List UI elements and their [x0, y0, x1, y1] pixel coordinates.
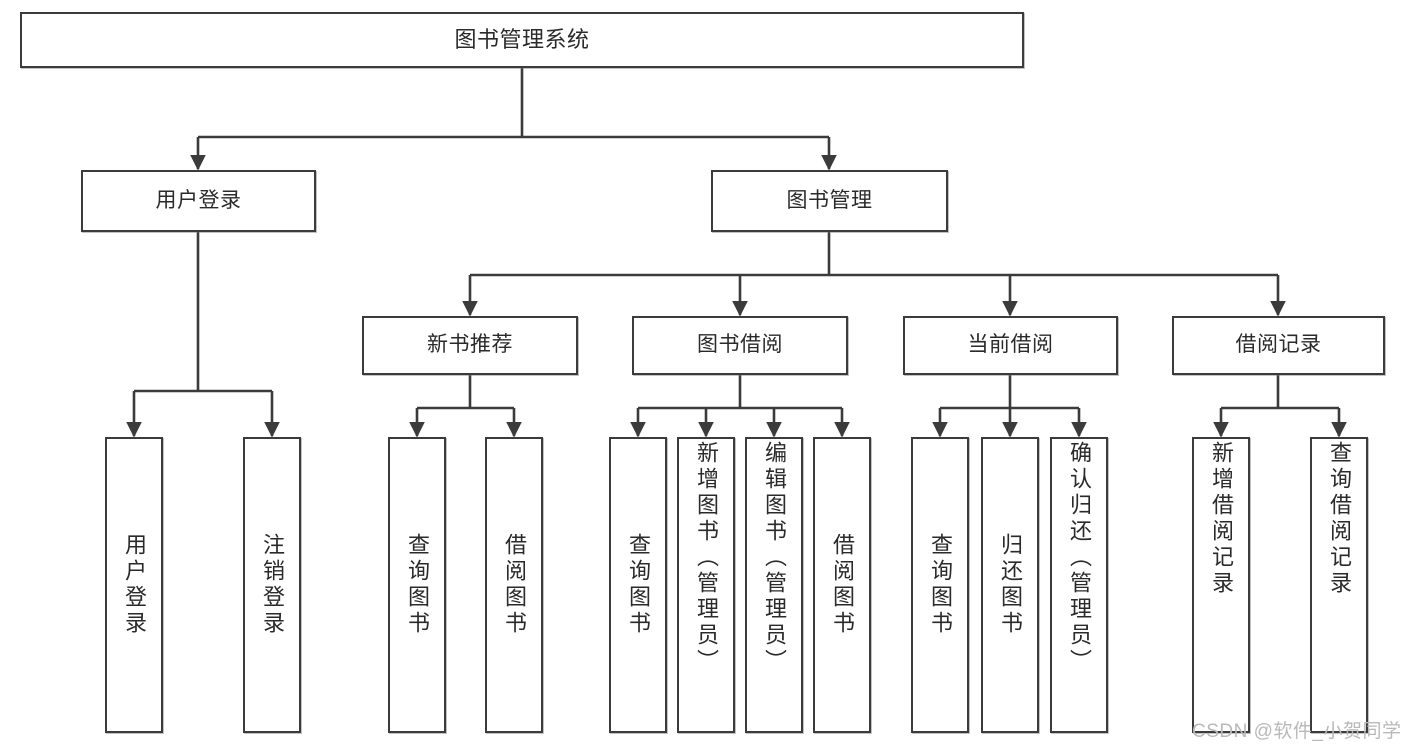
node-label: 注销登录	[260, 533, 285, 637]
node-label: 用户登录	[122, 533, 147, 637]
node-label: 借阅图书	[502, 533, 527, 637]
node-book-manage[interactable]: 图书管理	[711, 170, 948, 232]
node-label: 查询图书	[405, 533, 430, 637]
node-label: 图书管理系统	[454, 27, 590, 53]
node-label: 图书借阅	[697, 333, 783, 357]
node-leaf-add-record[interactable]: 新增借阅记录	[1192, 437, 1250, 733]
node-label: 借阅图书	[830, 533, 855, 637]
node-leaf-query-record[interactable]: 查询借阅记录	[1310, 437, 1368, 733]
node-leaf-query-book-3[interactable]: 查询图书	[911, 437, 969, 733]
node-label: 当前借阅	[967, 333, 1054, 357]
node-label: 编辑图书（管理员）	[762, 441, 787, 675]
node-root[interactable]: 图书管理系统	[20, 12, 1024, 68]
node-user-login[interactable]: 用户登录	[81, 170, 316, 232]
node-leaf-borrow-book-1[interactable]: 借阅图书	[485, 437, 543, 733]
node-leaf-return-book[interactable]: 归还图书	[981, 437, 1039, 733]
node-leaf-query-book-2[interactable]: 查询图书	[609, 437, 667, 733]
node-label: 归还图书	[998, 533, 1023, 637]
node-leaf-query-book-1[interactable]: 查询图书	[388, 437, 446, 733]
node-label: 查询图书	[626, 533, 651, 637]
node-label: 图书管理	[786, 188, 873, 212]
node-label: 用户登录	[155, 188, 242, 212]
node-leaf-logout[interactable]: 注销登录	[243, 437, 301, 733]
node-current-borrow[interactable]: 当前借阅	[903, 316, 1118, 375]
node-label: 确认归还（管理员）	[1067, 441, 1092, 675]
node-leaf-borrow-book-2[interactable]: 借阅图书	[813, 437, 871, 733]
node-new-book-rec[interactable]: 新书推荐	[362, 316, 578, 375]
node-label: 新书推荐	[427, 333, 513, 357]
node-label: 查询图书	[928, 533, 953, 637]
node-borrow-record[interactable]: 借阅记录	[1172, 316, 1385, 375]
node-leaf-edit-book[interactable]: 编辑图书（管理员）	[745, 437, 803, 733]
node-leaf-user-login[interactable]: 用户登录	[105, 437, 163, 733]
node-book-borrow[interactable]: 图书借阅	[632, 316, 848, 375]
node-label: 新增借阅记录	[1209, 441, 1234, 597]
node-leaf-add-book[interactable]: 新增图书（管理员）	[677, 437, 735, 733]
node-leaf-confirm-return[interactable]: 确认归还（管理员）	[1050, 437, 1108, 733]
node-label: 新增图书（管理员）	[694, 441, 719, 675]
node-label: 查询借阅记录	[1327, 441, 1352, 597]
node-label: 借阅记录	[1235, 333, 1322, 357]
